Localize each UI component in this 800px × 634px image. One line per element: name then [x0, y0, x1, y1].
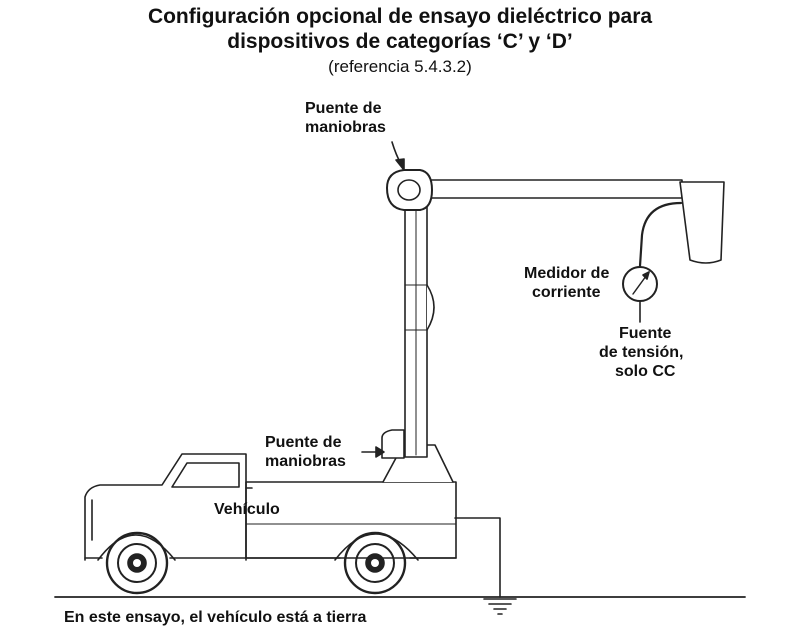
upper-bridge-label-1: Puente de [305, 100, 382, 117]
meter-label-1: Medidor de [524, 265, 610, 282]
title-line-1: Configuración opcional de ensayo dieléct… [147, 5, 653, 28]
truck-cab [84, 453, 247, 561]
truck-bed [245, 481, 457, 559]
meter-lead [638, 201, 683, 268]
lower-bridge-joint [381, 429, 405, 459]
upper-bridge-label-2: maniobras [305, 119, 386, 136]
source-label-2: de tensión, [599, 344, 684, 361]
rear-wheel-icon [343, 531, 407, 595]
lower-bridge-label-1: Puente de [265, 434, 342, 451]
source-label-3: solo CC [615, 363, 676, 380]
truck-window [171, 462, 240, 488]
upper-bridge-joint [386, 169, 433, 211]
horizontal-boom [419, 179, 683, 199]
footer-note: En este ensayo, el vehículo está a tierr… [64, 609, 367, 626]
front-wheel-icon [105, 531, 169, 595]
lower-bridge-label-2: maniobras [265, 453, 346, 470]
insulator-section [426, 284, 435, 331]
title-line-2: dispositivos de categorías ‘C’ y ‘D’ [227, 30, 573, 53]
subtitle: (referencia 5.4.3.2) [328, 57, 472, 76]
bucket [679, 181, 725, 264]
ground-lead [454, 517, 501, 598]
vehicle-label: Vehículo [214, 501, 280, 518]
ground-symbol-icon [483, 598, 517, 615]
current-meter-icon [622, 266, 658, 302]
lower-bridge-arrow-icon [361, 446, 385, 458]
source-label-1: Fuente [619, 325, 672, 342]
upper-bridge-arrow-icon [391, 141, 405, 171]
meter-label-2: corriente [532, 284, 601, 301]
